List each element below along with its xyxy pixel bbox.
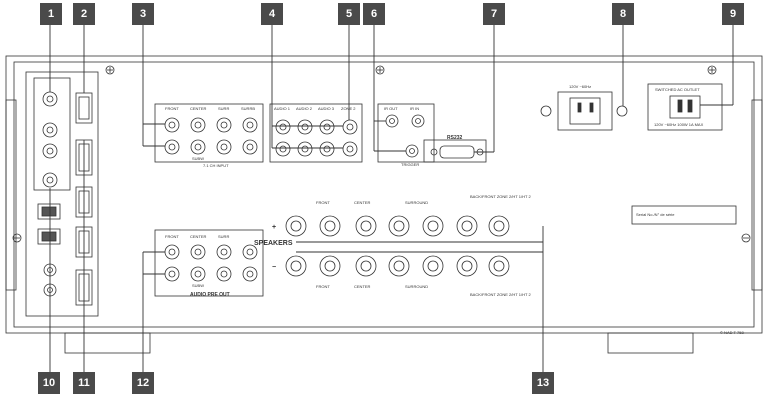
label-zone2: ZONE 2 [341,106,356,111]
leader-lines [49,25,734,372]
multichannel-input-jacks [164,117,258,155]
chassis-inner [13,61,755,328]
rs232-port [439,145,475,159]
callout-2: 2 [73,3,95,25]
outlet-slot-2 [687,99,693,113]
label-input-surrb: SURRB [241,106,255,111]
video-jacks [42,91,58,188]
label-ir-in: IR IN [410,106,419,111]
switched-outlet-socket [669,95,701,119]
serial-number-box [631,205,737,225]
ir-block [377,103,435,163]
left-screw-icon [12,233,22,243]
callout-12: 12 [132,372,154,394]
label-minus: − [272,264,276,271]
rs232-screw-left [430,148,438,156]
callout-9: 9 [722,3,744,25]
label-spk-back-bottom: BACK/FRONT ZONE 2/HT 1/HT 2 [470,292,531,297]
callout-7: 7 [483,3,505,25]
label-spk-center: CENTER [354,200,371,205]
ac-pin-1 [577,102,582,113]
outlet-slot-1 [677,99,683,113]
label-serial: Serial No./N° de série [636,212,675,217]
callout-1: 1 [40,3,62,25]
rs232-block [423,139,487,163]
audio-input-block [269,103,363,163]
label-trigger: TRIGGER [401,162,419,167]
callout-13: 13 [532,372,554,394]
ethernet-ports [37,203,61,245]
label-rs232: RS232 [447,135,463,141]
label-spk-surround-bottom: SURROUND [405,284,428,289]
switched-outlet-panel [647,83,723,131]
left-bracket [5,99,17,291]
hdmi-module-panel [25,71,99,317]
label-audio1: AUDIO 1 [274,106,291,111]
ac-inlet-socket [569,97,601,125]
label-spk-front: FRONT [316,200,330,205]
label-pre-subw: SUBW [192,283,204,288]
callout-6: 6 [363,3,385,25]
label-pre-front: FRONT [165,234,179,239]
label-speakers: SPEAKERS [254,240,293,247]
ac-pin-2 [589,102,594,113]
left-foot [64,332,151,354]
label-spk-surround: SURROUND [405,200,428,205]
pre-out-block [154,229,264,297]
label-audio3: AUDIO 3 [318,106,335,111]
label-outlet-rating: 120V ~60Hz 100W 1A MAX [654,122,704,127]
ground-screw-icon [540,105,552,117]
right-bracket [751,99,763,291]
label-switched-outlet: SWITCHED AC OUTLET [655,87,700,92]
label-input-center: CENTER [190,106,207,111]
audio-input-jacks [275,119,358,157]
speaker-terminals-negative [285,255,510,277]
label-spk-front-bottom: FRONT [316,284,330,289]
chassis-outline [5,55,763,334]
label-ir-out: IR OUT [384,106,398,111]
label-pre-title: AUDIO PRE OUT [190,292,230,298]
right-screw-icon [741,233,751,243]
label-copyright: © NAD T 758 [720,330,744,335]
callout-3: 3 [132,3,154,25]
multichannel-input-block [154,103,264,163]
label-pre-surr: SURR [218,234,229,239]
callout-11: 11 [73,372,95,394]
top-screws [105,65,717,75]
callout-8: 8 [612,3,634,25]
label-audio2: AUDIO 2 [296,106,313,111]
ac-inlet [557,91,613,131]
speaker-terminals-positive [285,215,510,237]
label-pre-center: CENTER [190,234,207,239]
video-input-block [33,77,71,191]
label-input-subw: SUBW [192,156,204,161]
right-foot [607,332,694,354]
callout-10: 10 [38,372,60,394]
callout-5: 5 [338,3,360,25]
pre-out-jacks [164,244,258,282]
label-spk-center-bottom: CENTER [354,284,371,289]
label-ac-voltage: 120V ~60Hz [569,84,591,89]
ground-screw-icon-2 [616,105,628,117]
label-plus: + [272,224,276,231]
label-input-surr: SURR [218,106,229,111]
callout-4: 4 [261,3,283,25]
label-input-front: FRONT [165,106,179,111]
label-input-title: 7.1 CH INPUT [203,163,229,168]
label-spk-back: BACK/FRONT ZONE 2/HT 1/HT 2 [470,194,531,199]
